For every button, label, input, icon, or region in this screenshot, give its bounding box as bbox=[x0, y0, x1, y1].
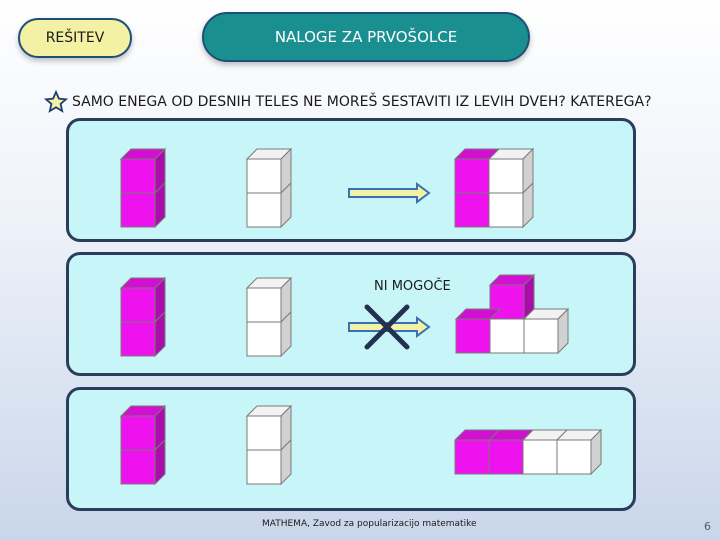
left-magenta-tower bbox=[119, 276, 167, 358]
left-magenta-tower bbox=[119, 147, 167, 229]
page-title: NALOGE ZA PRVOŠOLCE bbox=[274, 28, 458, 46]
panel-1-scene bbox=[119, 147, 535, 229]
left-white-tower bbox=[245, 276, 293, 358]
result-shape-1 bbox=[453, 147, 535, 229]
right-arrow-icon bbox=[348, 182, 431, 204]
left-magenta-tower bbox=[119, 404, 167, 486]
result-shape-2 bbox=[454, 273, 570, 355]
solution-label: REŠITEV bbox=[45, 30, 105, 46]
footer-credit: MATHEMA, Zavod za popularizacijo matemat… bbox=[262, 519, 477, 529]
solution-button[interactable]: REŠITEV bbox=[18, 18, 132, 58]
panel-1 bbox=[66, 118, 636, 242]
impossible-label: NI MOGOČE bbox=[374, 279, 451, 294]
star-icon[interactable] bbox=[44, 90, 68, 114]
left-white-tower bbox=[245, 147, 293, 229]
cross-icon bbox=[364, 304, 410, 350]
panel-3 bbox=[66, 387, 636, 511]
result-shape-3 bbox=[453, 428, 603, 476]
panel-2: NI MOGOČE bbox=[66, 252, 636, 376]
question-text: SAMO ENEGA OD DESNIH TELES NE MOREŠ SEST… bbox=[72, 94, 652, 110]
panel-3-scene bbox=[119, 404, 603, 486]
page-number: 6 bbox=[704, 520, 711, 533]
title-banner: NALOGE ZA PRVOŠOLCE bbox=[202, 12, 530, 62]
left-white-tower bbox=[245, 404, 293, 486]
panel-2-scene bbox=[119, 273, 570, 358]
